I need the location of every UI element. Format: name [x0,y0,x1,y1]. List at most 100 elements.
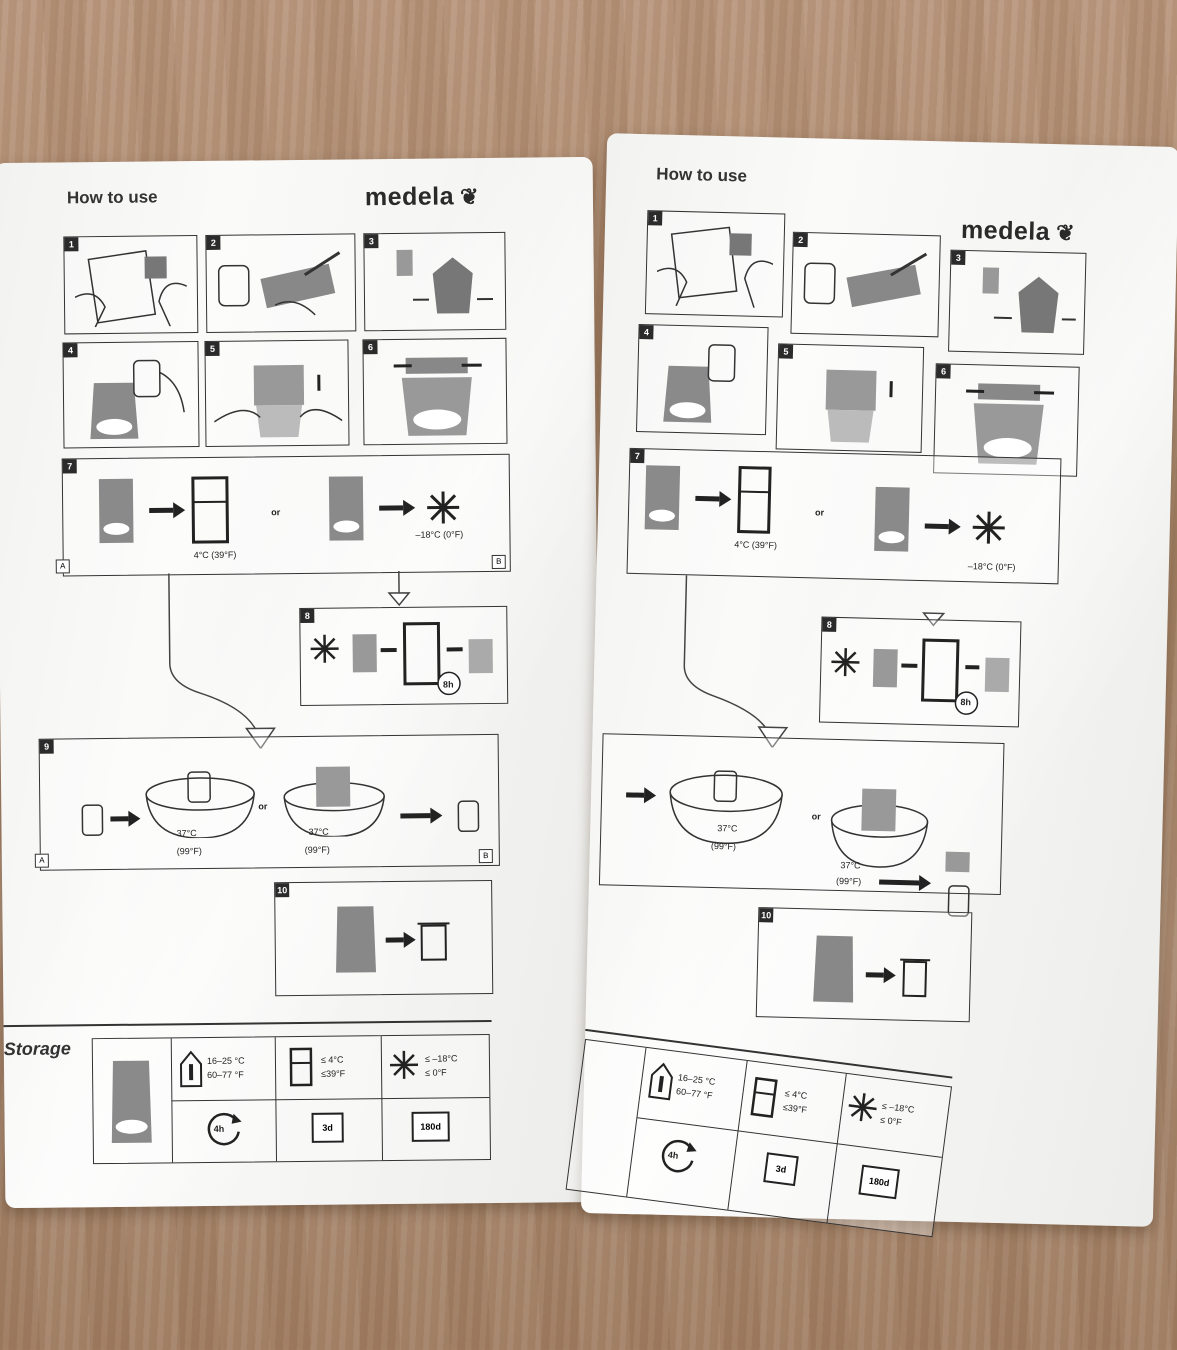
step-number: 10 [759,908,774,923]
step-9-panel: 9 37°C (99°F) or 37°C (99°F) A B [34,733,500,871]
dispose-bag-in-trash-icon [813,935,931,1003]
dispose-bag-in-trash-icon [336,906,450,973]
or-label: or [811,811,821,822]
freezer-temperature: –18°C (0°F) [415,529,464,540]
fridge-temperature: 4°C (39°F) [734,539,778,551]
tear-and-open-bag-icon [982,267,1076,334]
storage-table: 16–25 °C 60–77 °F ≤ 4°C ≤39°F ≤ –18°C ≤ … [91,1034,492,1165]
fridge-storage-time: 3d [311,1112,344,1143]
path-label-b: B [491,554,506,569]
path-label-a: A [34,853,49,868]
step-9-panel: 37°C (99°F) or 37°C (99°F) [598,733,1005,896]
thaw-timer: 8h [960,696,972,708]
step-5-panel: 5 [204,339,350,447]
storage-divider [3,1020,492,1028]
remove-air-from-bag-icon [825,369,893,443]
freezer-snowflake-icon [389,1050,419,1079]
or-label: or [814,507,825,518]
warm-bag-in-bowl-icon [283,766,480,838]
fridge-temperature-fahrenheit: ≤39°F [782,1101,808,1116]
medela-leaf-icon: ❦ [459,184,480,210]
storage-table: 16–25 °C 60–77 °F ≤ 4°C ≤39°F ≤ –18°C ≤ … [565,1038,953,1238]
seal-bag-icon [966,383,1055,465]
freezer-temperature: –18°C (0°F) [967,561,1016,573]
column-divider [626,1047,647,1197]
step-7-panel: 7 4°C (39°F) or –18°C (0°F) [626,447,1062,585]
hands-opening-bag-icon [656,226,774,309]
step-3-panel: 3 [363,231,507,332]
fridge-storage-time: 3d [763,1152,799,1187]
medela-leaf-icon: ❦ [1055,220,1076,246]
path-label-a: A [55,559,70,574]
warm-temperature-right: 37°C [308,826,329,837]
fridge-icon [289,1047,313,1087]
step-8-panel: 8 8h [818,616,1022,728]
step-2-panel: 2 [790,231,941,338]
hands-opening-bag-icon [74,250,188,328]
room-temperature-fahrenheit: 60–77 °F [675,1086,714,1101]
step-3-panel: 3 [948,249,1087,355]
pour-into-bottle-icon [879,851,970,917]
thaw-in-fridge-icon [831,638,1010,715]
freezer-temperature-fahrenheit: ≤ 0°F [425,1067,447,1078]
step-2-panel: 2 [205,233,357,333]
thaw-in-fridge-icon [310,622,493,696]
room-temperature-celsius: 16–25 °C [677,1072,716,1087]
step-number: 8 [822,617,837,632]
step-4-panel: 4 [635,323,769,436]
step-6-panel: 6 [933,363,1080,477]
warm-in-water-bath-icon [626,770,783,845]
freezer-storage-time: 180d [858,1164,900,1200]
path-label-b: B [478,848,493,864]
room-storage-time: 4h [667,1149,680,1161]
flow-arrows [683,575,946,749]
warm-fahrenheit-left: (99°F) [710,840,737,852]
step-number: 10 [275,883,290,898]
clock-rotate-icon [661,1139,697,1173]
brand-name: medela [960,215,1051,247]
room-temperature-house-icon [648,1062,673,1101]
column-divider [826,1073,847,1223]
room-storage-time: 4h [213,1123,225,1134]
bag-to-fridge-icon [98,476,230,544]
step-10-panel: 10 [755,907,973,1023]
freezer-temperature-fahrenheit: ≤ 0°F [879,1114,903,1128]
step-1-panel: 1 [63,235,199,335]
warm-fahrenheit-left: (99°F) [176,846,202,857]
step-10-panel: 10 [274,879,494,997]
breast-milk-bag-packet-right: How to use medela❦ 1 2 3 4 5 6 7 4°C (39… [565,133,1177,1238]
room-temperature-fahrenheit: 60–77 °F [207,1069,244,1080]
warm-bag-in-bowl-icon [830,788,929,868]
room-temperature-house-icon [179,1050,203,1088]
bag-to-fridge-icon [644,465,772,534]
fridge-icon [750,1076,778,1118]
brand-name: medela [364,182,455,212]
step-6-panel: 6 [362,337,508,446]
step-8-panel: 8 8h [299,605,509,706]
step-5-panel: 5 [775,343,925,453]
tear-and-open-bag-icon [396,249,494,314]
warm-in-water-bath-icon [81,771,255,839]
freezer-snowflake-icon [848,1093,877,1122]
freezer-temperature-celsius: ≤ –18°C [881,1100,915,1115]
breast-milk-bag-packet-left: How to use medela❦ 1 2 3 4 5 6 7 4°C (39… [0,156,604,1209]
fridge-temperature-celsius: ≤ 4°C [784,1088,808,1101]
medela-logo: medela❦ [365,182,479,212]
how-to-use-heading: How to use [656,164,748,186]
jar-and-writing-on-bag-icon [803,252,928,308]
fridge-temperature-celsius: ≤ 4°C [320,1054,344,1065]
step-4-panel: 4 [62,341,200,449]
freezer-temperature-celsius: ≤ –18°C [424,1053,458,1064]
room-temperature-celsius: 16–25 °C [206,1055,245,1066]
warm-temperature-right: 37°C [840,860,861,871]
warm-temperature-left: 37°C [717,823,738,834]
storage-heading: Storage [3,1038,71,1060]
thaw-timer: 8h [442,679,454,690]
column-divider [727,1060,748,1210]
milk-bag-icon [111,1060,152,1143]
clock-rotate-icon [207,1112,242,1146]
how-to-use-heading: How to use [66,187,158,208]
warm-fahrenheit-right: (99°F) [304,844,330,855]
or-label: or [258,801,268,812]
remove-air-from-bag-icon [213,364,343,438]
